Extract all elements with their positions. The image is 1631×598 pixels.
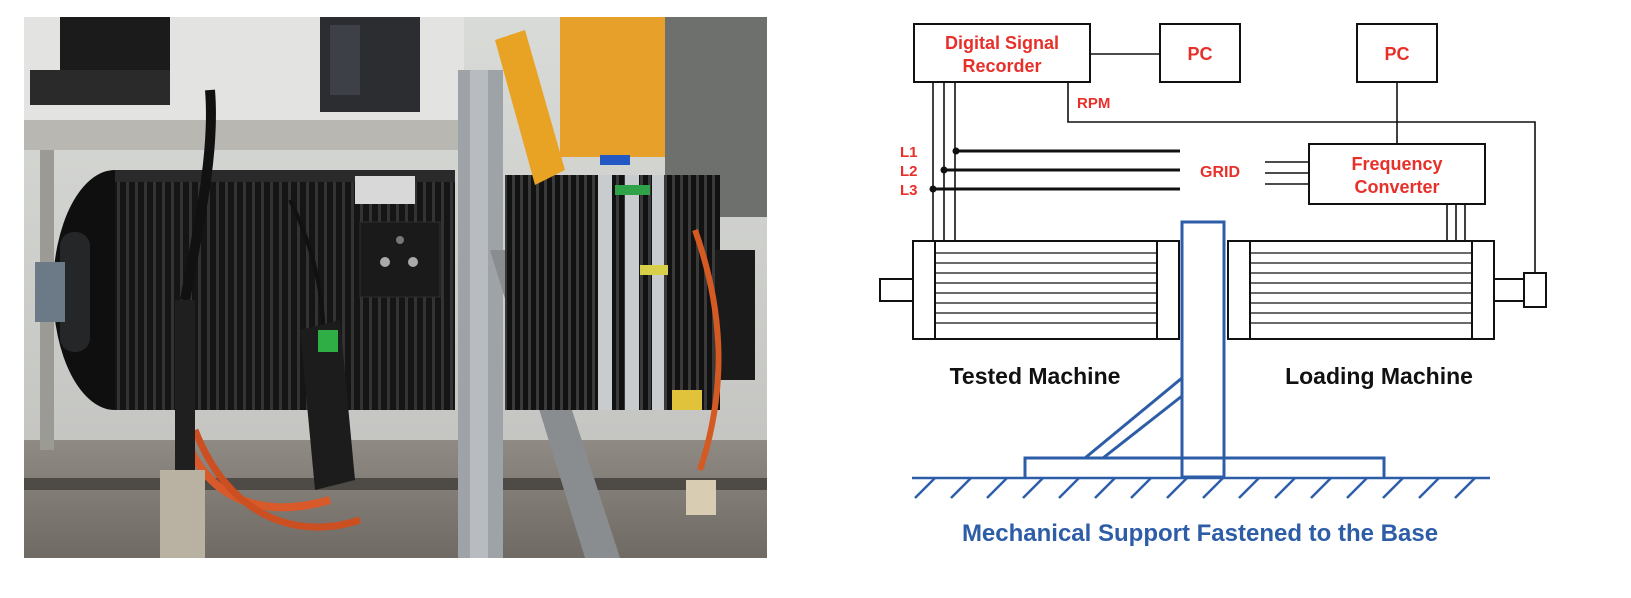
frequency-converter-box: Frequency Converter — [1308, 143, 1486, 205]
hatch-mark — [1130, 477, 1152, 499]
hatch-mark — [1166, 477, 1188, 499]
recorder-label-line1: Digital Signal — [945, 33, 1059, 53]
hatch-mark — [1382, 477, 1404, 499]
phase-l2-label: L2 — [900, 163, 918, 180]
pc-left-box: PC — [1159, 23, 1241, 83]
pc-right-box: PC — [1356, 23, 1438, 83]
loading-machine-symbol — [1227, 240, 1547, 340]
hatch-mark — [1202, 477, 1224, 499]
hatch-mark — [914, 477, 936, 499]
base-hatching — [914, 477, 1476, 499]
phase-l3-label: L3 — [900, 182, 918, 199]
cables — [160, 30, 722, 558]
hatch-mark — [1058, 477, 1080, 499]
hatch-mark — [1238, 477, 1260, 499]
recorder-label-line2: Recorder — [962, 56, 1041, 76]
hatch-mark — [1418, 477, 1440, 499]
hatch-mark — [1310, 477, 1332, 499]
hatch-mark — [1274, 477, 1296, 499]
hatch-mark — [1094, 477, 1116, 499]
signal-wiring — [932, 53, 1536, 278]
tested-motor — [35, 170, 455, 410]
tested-machine-windings — [935, 252, 1157, 324]
tested-machine-label: Tested Machine — [950, 363, 1121, 389]
tested-machine-symbol — [879, 240, 1180, 340]
hatch-mark — [1346, 477, 1368, 499]
grid-label: GRID — [1200, 164, 1240, 181]
converter-label-line2: Converter — [1354, 177, 1439, 197]
support-caption: Mechanical Support Fastened to the Base — [962, 520, 1438, 547]
test-bench-photo — [24, 17, 767, 558]
digital-signal-recorder-box: Digital Signal Recorder — [913, 23, 1091, 83]
pc-left-label: PC — [1187, 44, 1212, 64]
phase-l1-label: L1 — [900, 144, 918, 161]
hatch-mark — [1454, 477, 1476, 499]
grid-junction-dots — [929, 147, 960, 193]
grid-lines — [933, 149, 1180, 191]
loading-motor — [505, 175, 755, 410]
pc-right-label: PC — [1384, 44, 1409, 64]
rpm-label: RPM — [1077, 95, 1110, 112]
loading-machine-label: Loading Machine — [1285, 363, 1473, 389]
converter-label-line1: Frequency — [1351, 154, 1442, 174]
loading-machine-windings — [1250, 252, 1472, 324]
hatch-mark — [986, 477, 1008, 499]
mechanical-support — [1023, 220, 1386, 479]
hatch-mark — [1022, 477, 1044, 499]
hatch-mark — [950, 477, 972, 499]
